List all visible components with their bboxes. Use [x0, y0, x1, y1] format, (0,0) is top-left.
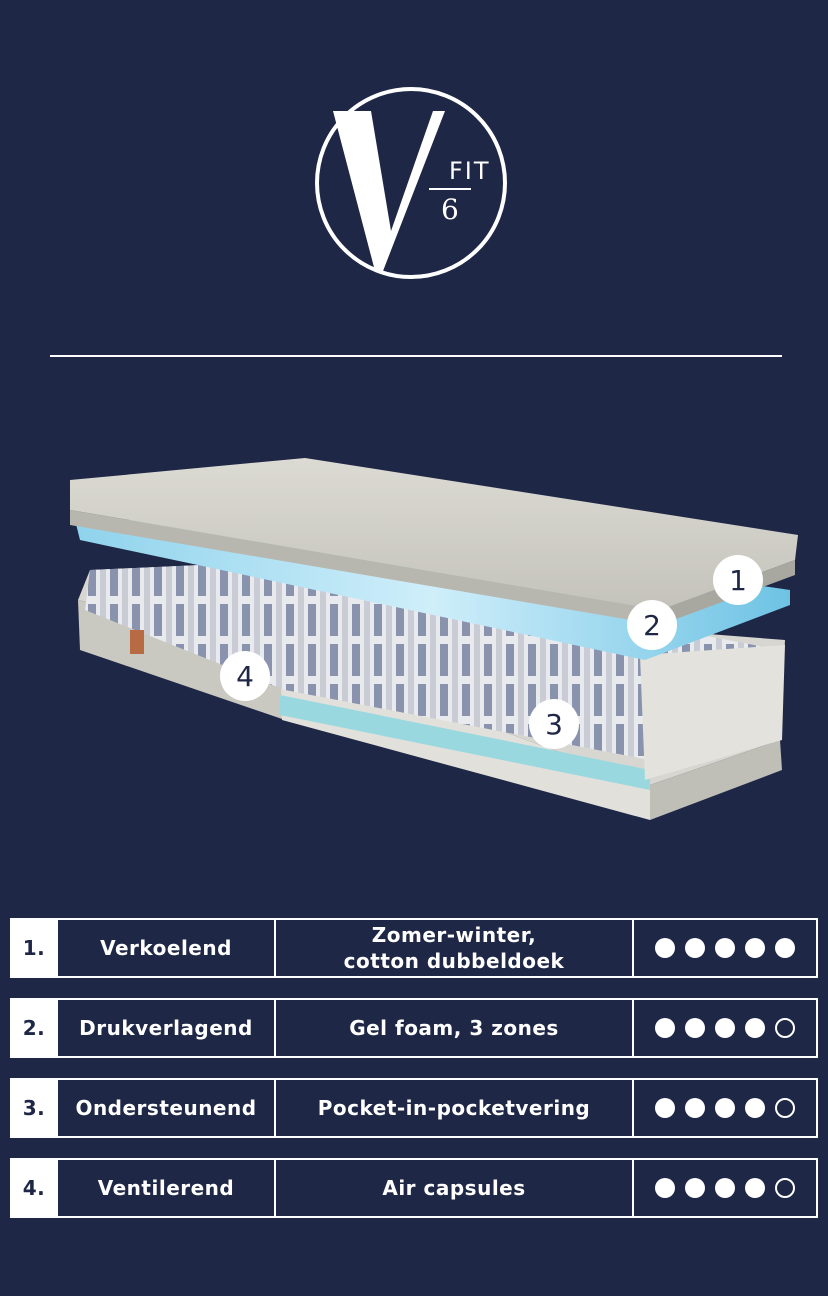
divider	[50, 355, 782, 357]
svg-text:1: 1	[729, 564, 747, 597]
feature-description: Gel foam, 3 zones	[276, 998, 634, 1058]
feature-name: Verkoelend	[58, 918, 276, 978]
rating-dot-filled	[715, 1098, 735, 1118]
feature-description-line: Zomer-winter,	[371, 923, 537, 947]
rating-dot-filled	[685, 1098, 705, 1118]
logo-number: 6	[441, 193, 459, 226]
feature-name: Ondersteunend	[58, 1078, 276, 1138]
feature-description-line: Gel foam, 3 zones	[349, 1016, 559, 1040]
svg-text:2: 2	[643, 609, 661, 642]
feature-number: 1.	[10, 918, 58, 978]
feature-description: Air capsules	[276, 1158, 634, 1218]
feature-description-line: cotton dubbeldoek	[343, 949, 565, 973]
feature-number: 2.	[10, 998, 58, 1058]
feature-rating	[634, 918, 818, 978]
feature-rating	[634, 1078, 818, 1138]
feature-description: Zomer-winter, cotton dubbeldoek	[276, 918, 634, 978]
svg-text:4: 4	[236, 660, 254, 693]
rating-dot-empty	[775, 1098, 795, 1118]
rating-dot-filled	[745, 938, 765, 958]
rating-dot-filled	[745, 1018, 765, 1038]
layer-badge-1: 1	[713, 555, 763, 605]
feature-name: Drukverlagend	[58, 998, 276, 1058]
feature-number: 3.	[10, 1078, 58, 1138]
layer-badge-2: 2	[627, 600, 677, 650]
rating-dot-filled	[745, 1178, 765, 1198]
layer-badge-3: 3	[529, 699, 579, 749]
feature-description-line: Air capsules	[382, 1176, 526, 1200]
rating-dot-filled	[655, 938, 675, 958]
feature-rating	[634, 998, 818, 1058]
rating-dot-empty	[775, 1178, 795, 1198]
feature-rating	[634, 1158, 818, 1218]
rating-dot-empty	[775, 1018, 795, 1038]
rating-dot-filled	[685, 938, 705, 958]
rating-dot-filled	[685, 1018, 705, 1038]
rating-dot-filled	[655, 1098, 675, 1118]
rating-dot-filled	[715, 1018, 735, 1038]
brand-logo: FIT 6	[315, 87, 507, 279]
rating-dot-filled	[775, 938, 795, 958]
feature-row-1: 1. Verkoelend Zomer-winter, cotton dubbe…	[10, 918, 818, 978]
feature-row-4: 4. Ventilerend Air capsules	[10, 1158, 818, 1218]
feature-number: 4.	[10, 1158, 58, 1218]
rating-dot-filled	[655, 1018, 675, 1038]
feature-row-2: 2. Drukverlagend Gel foam, 3 zones	[10, 998, 818, 1058]
mattress-illustration: 1 2 3 4	[70, 458, 798, 820]
rating-dot-filled	[715, 1178, 735, 1198]
feature-description: Pocket-in-pocketvering	[276, 1078, 634, 1138]
rating-dot-filled	[715, 938, 735, 958]
logo-fit-text: FIT	[449, 157, 491, 185]
feature-description-line: Pocket-in-pocketvering	[317, 1096, 591, 1120]
layer-badge-4: 4	[220, 651, 270, 701]
rating-dot-filled	[655, 1178, 675, 1198]
feature-row-3: 3. Ondersteunend Pocket-in-pocketvering	[10, 1078, 818, 1138]
rating-dot-filled	[685, 1178, 705, 1198]
rating-dot-filled	[745, 1098, 765, 1118]
svg-text:3: 3	[545, 708, 563, 741]
feature-name: Ventilerend	[58, 1158, 276, 1218]
